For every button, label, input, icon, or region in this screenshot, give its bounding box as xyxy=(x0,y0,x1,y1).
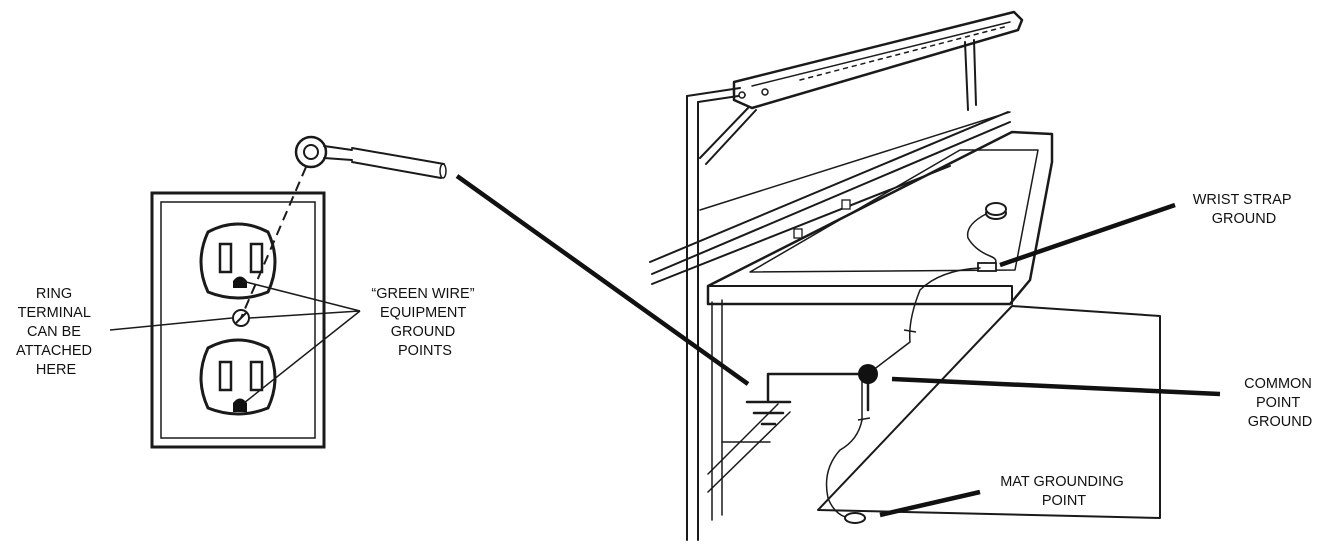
workstation-frame xyxy=(649,10,1024,541)
green-wire-label: “GREEN WIRE” EQUIPMENT GROUND POINTS xyxy=(371,286,478,359)
ring-terminal-leader xyxy=(109,317,233,331)
mat-snap-fastener xyxy=(844,512,866,524)
duplex-outlet xyxy=(150,191,326,449)
green-wire-leader-screw xyxy=(249,310,361,319)
mat-grounding-leader xyxy=(879,489,981,518)
common-point-leader xyxy=(891,376,1221,397)
ring-terminal-dashed-path xyxy=(240,166,307,319)
ring-terminal-label: RING TERMINAL CAN BE ATTACHED HERE xyxy=(16,286,96,378)
wrist-strap-leader xyxy=(999,202,1176,268)
wrist-strap-label: WRIST STRAP GROUND xyxy=(1193,192,1296,227)
mat-grounding-label: MAT GROUNDING POINT xyxy=(1000,474,1128,509)
ring-terminal xyxy=(294,135,447,179)
ground-wiring xyxy=(745,267,981,524)
green-wire-leader-upper xyxy=(241,280,361,312)
bench-top-mat xyxy=(706,130,1054,306)
green-wire-leader-lower xyxy=(243,310,361,404)
wrist-strap xyxy=(966,202,1007,272)
lower-receptacle xyxy=(199,338,277,416)
floor-mat xyxy=(817,305,1161,519)
common-point-label: COMMON POINT GROUND xyxy=(1244,376,1316,430)
common-point-node xyxy=(858,364,878,384)
ring-wire-leader xyxy=(455,174,750,386)
upper-receptacle xyxy=(199,222,277,300)
